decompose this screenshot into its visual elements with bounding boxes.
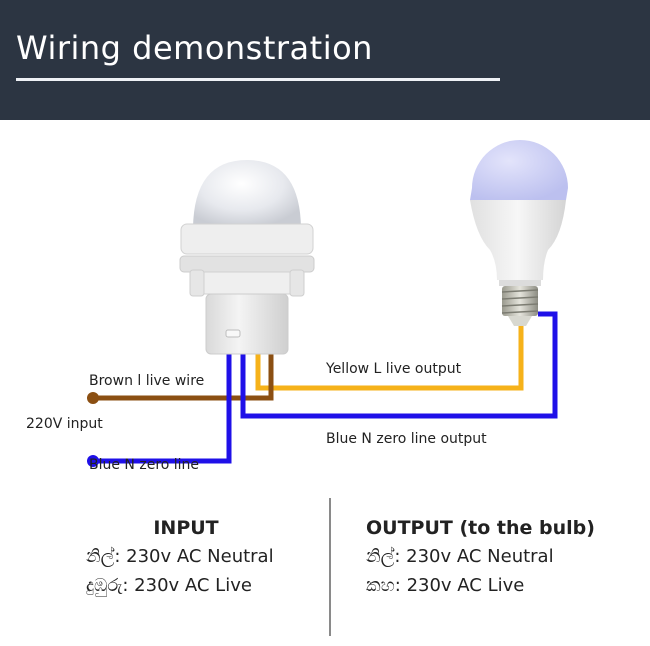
yellow-live-output-wire <box>255 326 524 391</box>
input-legend-title: INPUT <box>153 517 219 539</box>
output-legend-neutral: නිල්: 230v AC Neutral <box>366 546 554 567</box>
yellow-live-output-label: Yellow L live output <box>326 361 462 377</box>
input-legend-neutral: නිල්: 230v AC Neutral <box>86 546 274 567</box>
input-legend-live: දුඹුරු: 230v AC Live <box>86 575 252 596</box>
header-banner: Wiring demonstration <box>0 0 650 120</box>
output-legend: OUTPUT (to the bulb) නිල්: 230v AC Neutr… <box>366 514 595 600</box>
wiring-diagram <box>87 140 568 467</box>
wires <box>93 311 558 464</box>
blue-terminal-dot <box>87 455 99 467</box>
led-bulb-icon <box>470 140 568 326</box>
pir-sensor-icon <box>179 160 315 355</box>
title-underline <box>16 78 500 81</box>
blue-neutral-output-wire <box>240 311 558 419</box>
input-220v-label: 220V input <box>26 416 103 432</box>
brown-live-input-wire <box>93 352 274 401</box>
output-legend-live: කහ: 230v AC Live <box>366 575 525 596</box>
output-legend-title: OUTPUT (to the bulb) <box>366 517 595 539</box>
page-title: Wiring demonstration <box>16 29 373 66</box>
brown-live-wire-label: Brown l live wire <box>89 373 205 389</box>
blue-zero-line-label: Blue N zero line <box>89 457 200 473</box>
input-legend: INPUT නිල්: 230v AC Neutral දුඹුරු: 230v… <box>86 514 286 600</box>
blue-neutral-input-wire <box>93 352 232 464</box>
legend-divider <box>329 498 331 636</box>
brown-terminal-dot <box>87 392 99 404</box>
blue-zero-output-label: Blue N zero line output <box>326 431 487 447</box>
